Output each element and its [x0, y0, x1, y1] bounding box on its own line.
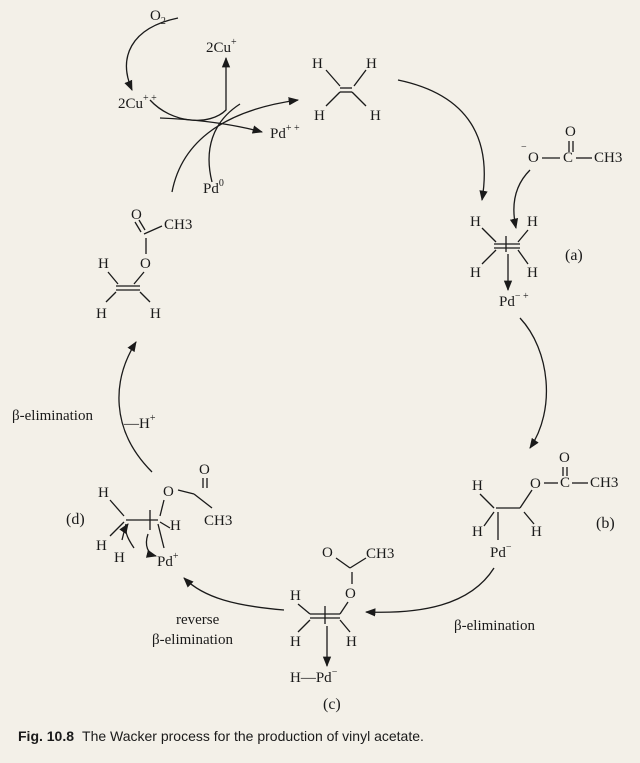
svg-text:H: H: [527, 214, 538, 230]
svg-text:O: O: [345, 586, 356, 602]
figure-caption: Fig. 10.8 The Wacker process for the prod…: [18, 728, 424, 744]
svg-text:O: O: [528, 150, 539, 166]
arrow-pd0-regeneration: [208, 103, 241, 183]
svg-text:O: O: [565, 124, 576, 140]
arrow-b-to-c: [364, 567, 495, 617]
svg-text:−: −: [521, 142, 527, 153]
stage-d: O O CH3 H H H H Pd+ (d): [66, 462, 232, 570]
arrow-o2-to-cu2plus: [124, 17, 179, 91]
figure-number: Fig. 10.8: [18, 728, 75, 744]
svg-text:H: H: [96, 306, 107, 322]
stage-c-label: (c): [323, 696, 341, 713]
arrow-cu-to-cu2plus: [149, 56, 231, 121]
svg-text:O: O: [322, 545, 333, 561]
svg-text:H: H: [472, 524, 483, 540]
svg-text:Pd−: Pd−: [490, 542, 512, 561]
svg-text:H: H: [531, 524, 542, 540]
stage-a-label: (a): [565, 247, 583, 264]
stage-b-label: (b): [596, 515, 615, 532]
svg-text:O: O: [530, 476, 541, 492]
svg-text:CH3: CH3: [204, 513, 232, 529]
svg-text:H: H: [346, 634, 357, 650]
svg-text:CH3: CH3: [164, 217, 192, 233]
beta-elimination-left-label: β-elimination: [12, 408, 93, 424]
cu-2plus-label: 2Cu+ +: [118, 93, 157, 112]
minus-h-label: —H+: [123, 413, 156, 432]
stage-d-label: (d): [66, 511, 85, 528]
reverse-label: reverse: [176, 612, 220, 628]
svg-text:H: H: [290, 634, 301, 650]
ethylene: H H H H: [312, 56, 381, 124]
svg-text:O: O: [199, 462, 210, 478]
pd-2plus-label: Pd+ +: [270, 123, 300, 142]
arrow-pd-return: [171, 97, 300, 193]
redox-cycle: O2 2Cu+ 2Cu+ + Pd+ + Pd0: [118, 8, 300, 197]
arrow-ethylene-to-a: [397, 79, 488, 202]
stage-a: H H H H Pd− + (a): [470, 214, 583, 310]
svg-text:H: H: [96, 538, 107, 554]
svg-text:H: H: [312, 56, 323, 72]
svg-text:H: H: [98, 256, 109, 272]
acetate-anion: O − O C CH3: [521, 124, 622, 166]
svg-text:H—Pd−: H—Pd−: [290, 667, 338, 686]
stage-c: O CH3 O H H H H—Pd− (c): [290, 545, 394, 713]
svg-text:C: C: [560, 475, 570, 491]
figure-caption-text: The Wacker process for the production of…: [82, 728, 424, 744]
arrow-a-to-b: [519, 317, 547, 449]
svg-text:O: O: [140, 256, 151, 272]
svg-text:H: H: [170, 518, 181, 534]
svg-text:CH3: CH3: [590, 475, 618, 491]
pd0-label: Pd0: [203, 178, 224, 197]
svg-text:H: H: [366, 56, 377, 72]
svg-text:CH3: CH3: [366, 546, 394, 562]
cu-plus-label: 2Cu+: [206, 37, 237, 56]
svg-text:C: C: [563, 150, 573, 166]
svg-text:O: O: [131, 207, 142, 223]
svg-text:H: H: [470, 265, 481, 281]
svg-text:H: H: [527, 265, 538, 281]
svg-text:H: H: [98, 485, 109, 501]
svg-text:Pd+: Pd+: [157, 551, 179, 570]
svg-text:O: O: [559, 450, 570, 466]
arrow-acetate-attack: [509, 169, 531, 230]
svg-text:H: H: [470, 214, 481, 230]
reverse-beta-elimination-label: β-elimination: [152, 632, 233, 648]
svg-text:O: O: [163, 484, 174, 500]
svg-text:H: H: [370, 108, 381, 124]
svg-text:H: H: [314, 108, 325, 124]
beta-elimination-right-label: β-elimination: [454, 618, 535, 634]
svg-text:H: H: [472, 478, 483, 494]
svg-text:CH3: CH3: [594, 150, 622, 166]
vinyl-acetate-product: O CH3 O H H H: [96, 207, 192, 322]
arrow-d-to-product: [118, 341, 153, 473]
svg-text:Pd− +: Pd− +: [499, 291, 529, 310]
svg-text:H: H: [290, 588, 301, 604]
svg-text:H: H: [150, 306, 161, 322]
arrow-c-to-d: [183, 577, 285, 611]
stage-b: H O C O CH3 H H Pd− (b): [472, 450, 618, 561]
svg-text:H: H: [114, 550, 125, 566]
